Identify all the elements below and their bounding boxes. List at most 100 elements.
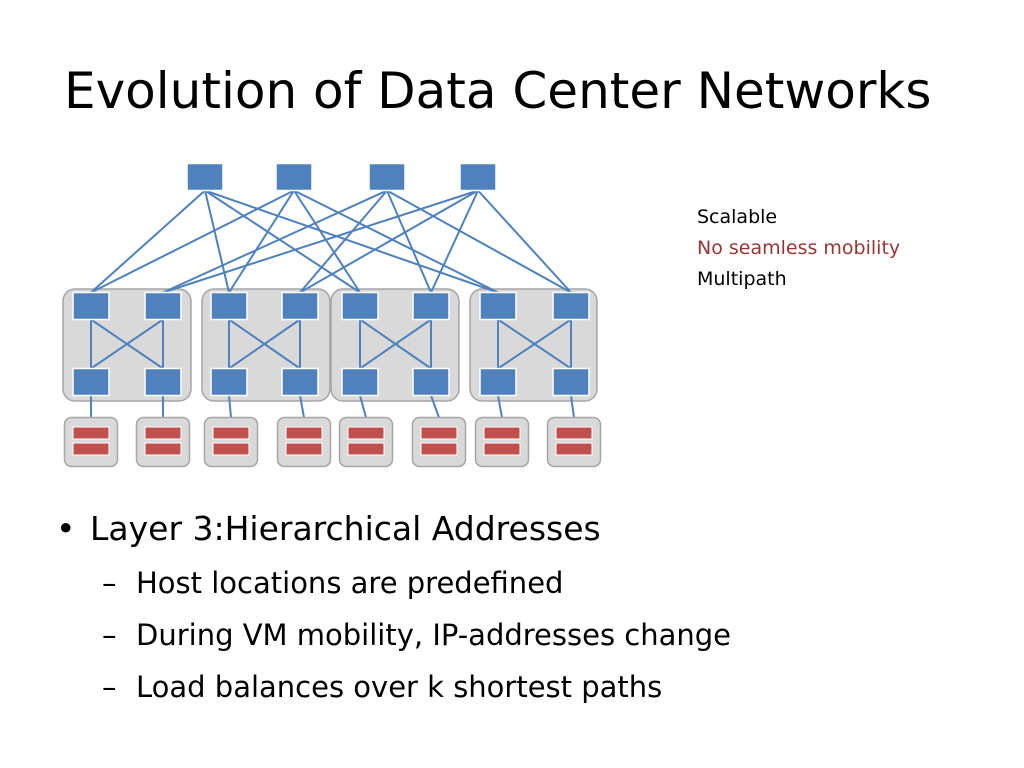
- server-unit: [555, 426, 593, 440]
- sub-bullet-text: During VM mobility, IP-addresses change: [136, 618, 732, 652]
- server-unit: [483, 426, 521, 440]
- core-aggregation-link: [386, 189, 572, 294]
- host-enclosure: [135, 416, 191, 468]
- host-enclosure: [63, 416, 119, 468]
- bullet-text: Layer 3:Hierarchical Addresses: [90, 509, 601, 548]
- server-unit: [285, 426, 323, 440]
- host-server: [411, 416, 467, 468]
- core-aggregation-link: [204, 190, 230, 293]
- bullet-item: • Layer 3:Hierarchical Addresses – Host …: [56, 505, 731, 713]
- property-no-seamless-mobility: No seamless mobility: [697, 237, 901, 259]
- sub-bullet-marker: –: [102, 618, 117, 652]
- host-enclosure: [203, 416, 259, 468]
- aggregation-switch: [341, 291, 379, 321]
- core-aggregation-link: [228, 189, 295, 294]
- core-aggregation-link: [204, 189, 361, 294]
- edge-switch: [412, 367, 450, 397]
- edge-host-link: [299, 395, 305, 418]
- core-aggregation-link: [477, 189, 572, 294]
- core-switch: [459, 162, 497, 192]
- sub-bullet-marker: –: [102, 670, 117, 704]
- aggregation-switch: [144, 291, 182, 321]
- host-enclosure: [474, 416, 530, 468]
- network-properties: Scalable No seamless mobility Multipath: [697, 202, 900, 295]
- property-multipath: Multipath: [697, 268, 787, 290]
- edge-host-link: [228, 395, 232, 418]
- property-scalable: Scalable: [697, 206, 778, 228]
- core-aggregation-link: [430, 190, 479, 293]
- aggregation-switch: [552, 291, 590, 321]
- aggregation-edge-link: [359, 318, 432, 370]
- core-aggregation-link: [299, 189, 479, 294]
- server-unit: [212, 426, 250, 440]
- bullet-list: • Layer 3:Hierarchical Addresses – Host …: [56, 505, 731, 713]
- edge-host-link: [359, 395, 367, 418]
- server-unit: [555, 442, 593, 456]
- core-aggregation-link: [293, 189, 499, 294]
- sub-bullet-marker: –: [102, 566, 117, 600]
- host-server: [63, 416, 119, 468]
- server-unit: [483, 442, 521, 456]
- edge-switch: [281, 367, 319, 397]
- core-switch: [186, 162, 224, 192]
- core-aggregation-link: [162, 189, 479, 294]
- server-unit: [144, 426, 182, 440]
- aggregation-switch: [479, 291, 517, 321]
- server-unit: [72, 426, 110, 440]
- edge-switch: [72, 367, 110, 397]
- sub-bullet-text: Host locations are predefined: [136, 566, 564, 600]
- host-server: [338, 416, 394, 468]
- host-server: [135, 416, 191, 468]
- edge-switch: [552, 367, 590, 397]
- core-aggregation-link: [204, 189, 499, 294]
- server-unit: [420, 426, 458, 440]
- aggregation-switch: [281, 291, 319, 321]
- aggregation-edge-link: [228, 318, 301, 370]
- host-enclosure: [546, 416, 602, 468]
- edge-switch: [210, 367, 248, 397]
- core-aggregation-link: [90, 189, 295, 294]
- pods-layer: [62, 288, 598, 402]
- sub-bullet-list: – Host locations are predefined – During…: [102, 557, 731, 713]
- edge-host-link: [430, 395, 440, 418]
- core-aggregation-link: [386, 190, 432, 293]
- host-server: [203, 416, 259, 468]
- sub-bullet-item: – Host locations are predefined: [102, 557, 731, 609]
- sub-bullet-item: – During VM mobility, IP-addresses chang…: [102, 609, 731, 661]
- server-unit: [144, 442, 182, 456]
- core-switch: [368, 162, 406, 192]
- edge-switch: [341, 367, 379, 397]
- core-switch: [275, 162, 313, 192]
- server-unit: [347, 442, 385, 456]
- server-unit: [285, 442, 323, 456]
- server-unit: [212, 442, 250, 456]
- edge-switch: [479, 367, 517, 397]
- aggregation-edge-link: [497, 318, 572, 370]
- aggregation-switch: [412, 291, 450, 321]
- aggregation-switch: [72, 291, 110, 321]
- links-layer: [90, 189, 575, 418]
- core-aggregation-link: [299, 189, 388, 294]
- slide-title: Evolution of Data Center Networks: [64, 62, 932, 120]
- aggregation-edge-link: [90, 318, 164, 370]
- host-enclosure: [411, 416, 467, 468]
- host-server: [474, 416, 530, 468]
- nodes-layer: [63, 162, 602, 468]
- edge-host-link: [570, 395, 575, 418]
- core-aggregation-link: [162, 189, 388, 294]
- core-aggregation-link: [90, 189, 206, 294]
- server-unit: [72, 442, 110, 456]
- host-server: [546, 416, 602, 468]
- bullet-marker: •: [56, 509, 76, 548]
- aggregation-switch: [210, 291, 248, 321]
- server-unit: [420, 442, 458, 456]
- sub-bullet-item: – Load balances over k shortest paths: [102, 661, 731, 713]
- sub-bullet-text: Load balances over k shortest paths: [136, 670, 663, 704]
- core-aggregation-link: [293, 189, 361, 294]
- edge-switch: [144, 367, 182, 397]
- host-enclosure: [276, 416, 332, 468]
- server-unit: [347, 426, 385, 440]
- host-enclosure: [338, 416, 394, 468]
